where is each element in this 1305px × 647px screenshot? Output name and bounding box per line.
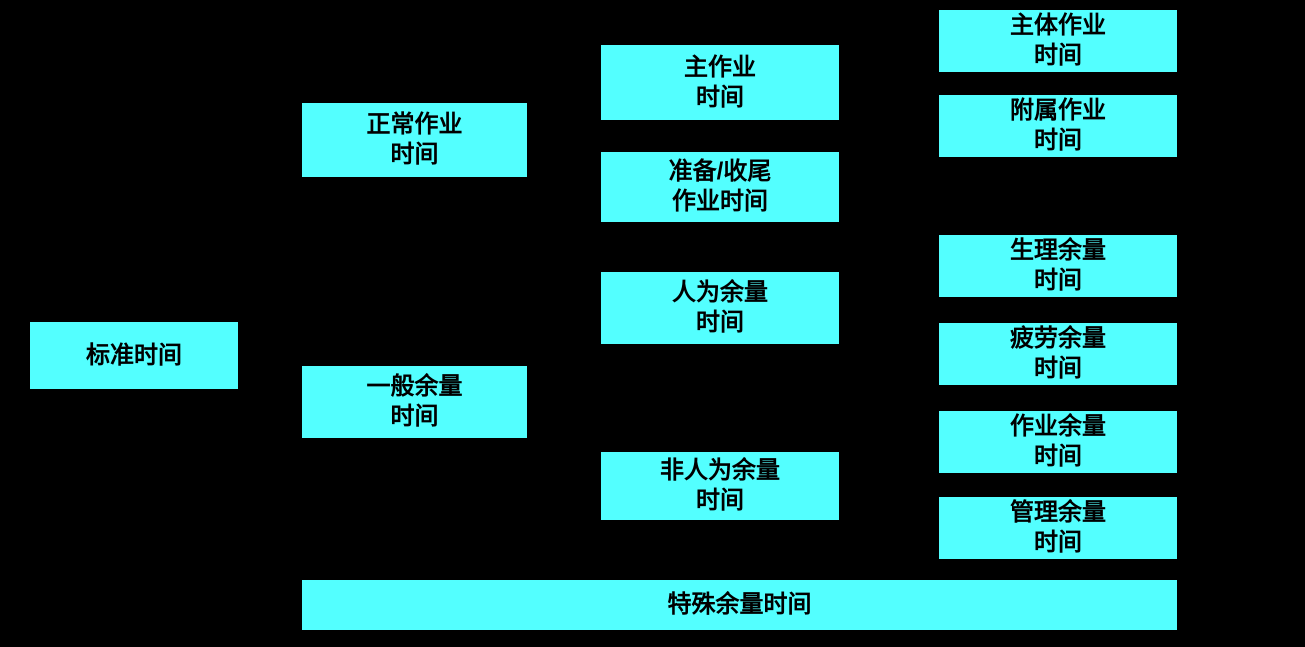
node-normal-operation-time: 正常作业 时间	[302, 103, 527, 177]
node-main-body-operation-time: 主体作业 时间	[939, 10, 1177, 72]
node-standard-time: 标准时间	[30, 322, 238, 389]
node-fatigue-allowance-time: 疲劳余量 时间	[939, 323, 1177, 385]
node-prep-finish-operation-time: 准备/收尾 作业时间	[601, 152, 839, 222]
node-physiological-allowance-time: 生理余量 时间	[939, 235, 1177, 297]
node-management-allowance-time: 管理余量 时间	[939, 497, 1177, 559]
node-human-allowance-time: 人为余量 时间	[601, 272, 839, 344]
node-special-allowance-time: 特殊余量时间	[302, 580, 1177, 630]
node-auxiliary-operation-time: 附属作业 时间	[939, 95, 1177, 157]
node-non-human-allowance-time: 非人为余量 时间	[601, 452, 839, 520]
node-operation-allowance-time: 作业余量 时间	[939, 411, 1177, 473]
node-main-operation-time: 主作业 时间	[601, 45, 839, 120]
node-general-allowance-time: 一般余量 时间	[302, 366, 527, 438]
